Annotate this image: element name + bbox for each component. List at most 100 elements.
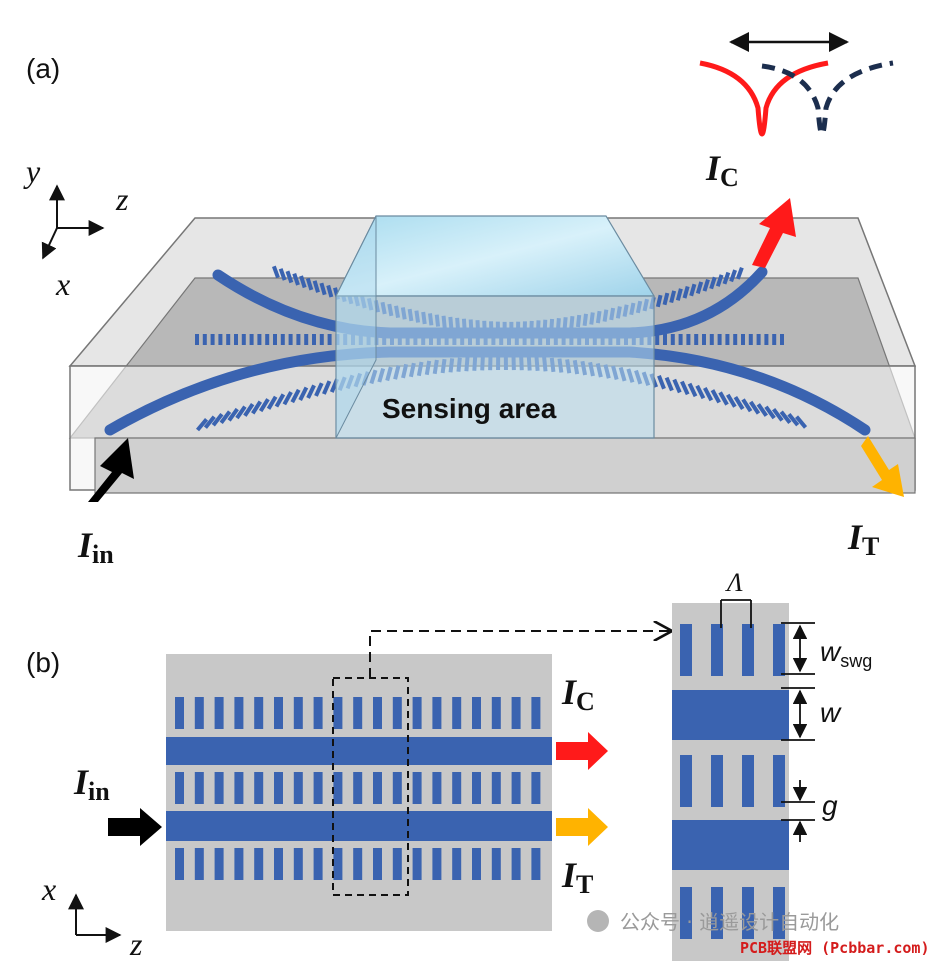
bus-waveguide-zoom-upper <box>672 690 789 740</box>
watermark-line2: PCB联盟网 (Pcbbar.com) <box>740 939 930 957</box>
swg-segment-3d <box>251 400 263 415</box>
swg-segment-3d <box>682 285 690 299</box>
swg-segment-3d <box>756 403 768 417</box>
zoom-detail-structure <box>672 624 789 939</box>
sensing-left <box>335 215 377 439</box>
swg-segment-3d <box>657 374 666 390</box>
swg-segment-3d <box>733 334 738 345</box>
swg-segment-3d <box>226 334 231 345</box>
swg-segment-3d <box>694 334 699 345</box>
swg-segment-3d <box>702 279 710 292</box>
swg-segment <box>194 772 204 804</box>
swg-segment <box>234 697 244 729</box>
panel-b-label: (b) <box>26 647 60 678</box>
swg-segment-3d <box>703 386 714 402</box>
swg-segment <box>214 848 224 880</box>
swg-segment-3d <box>278 268 287 281</box>
swg-segment-3d <box>664 376 674 392</box>
swg-segment <box>254 848 264 880</box>
swg-segment <box>491 697 501 729</box>
swg-segment <box>432 772 442 804</box>
swg-segment-3d <box>669 290 677 304</box>
swg-segment <box>472 848 481 880</box>
swg-segment <box>472 772 481 804</box>
swg-segment-zoom <box>742 887 754 939</box>
swg-segment <box>353 772 363 804</box>
swg-segment <box>333 848 343 880</box>
swg-segment-3d <box>772 334 777 345</box>
swg-segment-3d <box>726 393 737 408</box>
transmitted-arrow-b <box>556 808 608 846</box>
swg-segment-3d <box>655 334 660 345</box>
wswg-label: wswg <box>820 636 872 671</box>
swg-segment-3d <box>717 334 722 345</box>
swg-segment-3d <box>272 265 280 279</box>
input-label-a: Iin <box>77 525 114 569</box>
swg-segment <box>293 848 303 880</box>
transmitted-label-b: IT <box>561 855 593 899</box>
panel-b: (b) Iin IC IT x z Λ <box>26 568 872 961</box>
swg-segment <box>175 772 184 804</box>
swg-segment <box>412 772 422 804</box>
swg-segment <box>392 772 402 804</box>
swg-segment-3d <box>304 334 309 345</box>
zoom-leader-line <box>369 631 672 678</box>
swg-segment <box>175 848 184 880</box>
swg-segment-3d <box>756 334 761 345</box>
swg-segment <box>432 848 442 880</box>
swg-segment-3d <box>741 398 753 413</box>
swg-segment-3d <box>735 267 744 280</box>
swg-segment-3d <box>748 334 753 345</box>
swg-segment-zoom <box>711 755 723 807</box>
swg-segment-3d <box>266 395 278 410</box>
swg-segment <box>274 697 283 729</box>
swg-segment-3d <box>285 270 294 284</box>
input-arrow-a <box>88 438 134 502</box>
swg-segment-3d <box>314 382 324 397</box>
swg-segment-3d <box>243 402 255 417</box>
swg-segment-3d <box>319 334 324 345</box>
swg-segment-3d <box>710 389 721 404</box>
swg-segment-3d <box>655 294 663 308</box>
input-arrow-b <box>108 808 162 846</box>
swg-segment <box>194 848 204 880</box>
swg-segment-3d <box>305 277 314 291</box>
swg-segment-zoom <box>773 887 785 939</box>
watermark: 公众号 · 逍遥设计自动化 PCB联盟网 (Pcbbar.com) <box>587 910 930 957</box>
transmitted-arrow-a <box>861 436 904 497</box>
coupled-label-a: IC <box>705 148 739 192</box>
sensing-area: Sensing area <box>335 215 656 439</box>
swg-segment <box>452 848 462 880</box>
swg-segment <box>452 697 462 729</box>
swg-segment <box>214 772 224 804</box>
w-label: w <box>820 697 842 728</box>
swg-segment-3d <box>280 334 285 345</box>
swg-segment-3d <box>299 275 307 289</box>
swg-segment <box>452 772 462 804</box>
dashed-resonance-dip <box>761 60 894 137</box>
top-view-structure <box>166 697 552 880</box>
z-axis-2d-label: z <box>129 926 143 961</box>
swg-segment-3d <box>196 418 209 432</box>
bus-waveguide-lower <box>166 811 552 841</box>
swg-segment-3d <box>689 283 697 297</box>
swg-segment-3d <box>741 334 745 345</box>
wechat-icon <box>587 910 609 932</box>
swg-segment-3d <box>718 391 729 406</box>
swg-segment-3d <box>312 334 316 345</box>
swg-segment <box>531 697 541 729</box>
swg-segment-zoom <box>680 624 692 676</box>
swg-segment-3d <box>298 386 309 401</box>
swg-segment <box>392 848 402 880</box>
swg-segment-zoom <box>680 887 692 939</box>
swg-segment-3d <box>273 334 277 345</box>
bus-waveguide-upper <box>166 737 552 765</box>
swg-segment <box>392 697 402 729</box>
swg-segment-3d <box>202 334 207 345</box>
swg-segment-3d <box>274 393 286 408</box>
swg-segment-3d <box>764 405 776 420</box>
swg-segment-3d <box>749 400 761 415</box>
spectrum-shift-inset <box>699 32 894 137</box>
swg-segment <box>333 697 343 729</box>
swg-segment-3d <box>709 276 717 290</box>
